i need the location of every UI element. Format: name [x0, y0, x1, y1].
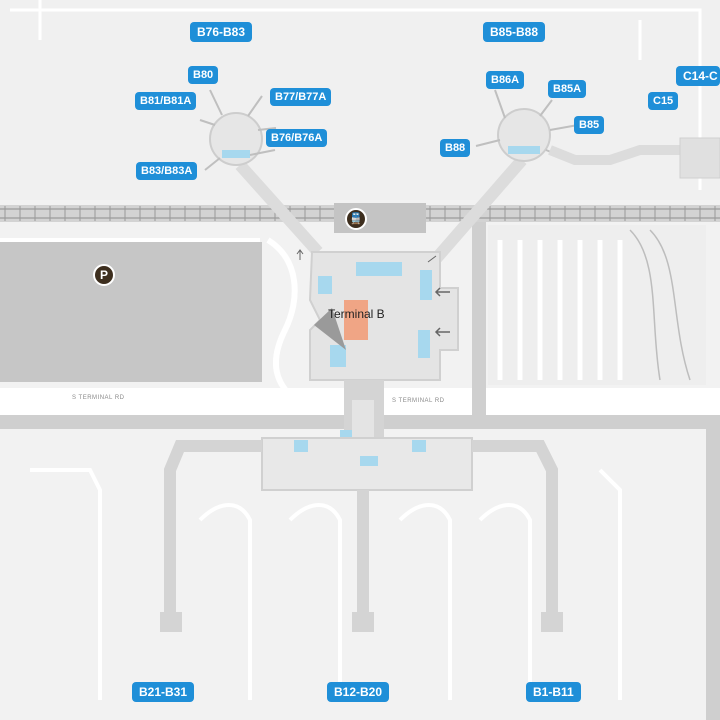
rail-ties [4, 206, 716, 221]
terminal-interior-4 [418, 330, 430, 358]
concourse-hub-blue-1 [294, 440, 308, 452]
gate-b85[interactable]: B85 [574, 116, 605, 134]
east-satellite-jetways [475, 89, 579, 161]
concourse-west-end [160, 612, 182, 632]
gate-group-c14[interactable]: C14-C [676, 66, 720, 86]
gate-group-b85-b88[interactable]: B85-B88 [483, 22, 546, 42]
concourse-center-end [352, 612, 374, 632]
concourse-east-end [541, 612, 563, 632]
road-east-vertical [472, 222, 486, 422]
upper-apron [0, 0, 720, 200]
east-ramps [629, 229, 691, 381]
terminal-interior-5 [330, 345, 346, 367]
gate-b80[interactable]: B80 [188, 66, 219, 84]
arrow-road-1 [296, 249, 304, 260]
road-west-loop [266, 237, 298, 398]
parking-icon[interactable]: P [93, 264, 115, 286]
east-satellite-connector [423, 156, 527, 272]
road-label-east: S TERMINAL RD [392, 398, 445, 404]
concourse-east [472, 440, 558, 620]
gate-b77[interactable]: B77/B77A [270, 88, 332, 106]
arrow-east-2 [434, 327, 450, 337]
terminal-interior-1 [356, 262, 402, 276]
gate-b76[interactable]: B76/B76A [266, 129, 328, 147]
stem-interior [352, 400, 374, 448]
gate-c15[interactable]: C15 [648, 92, 679, 110]
terminal-interior-3 [420, 270, 432, 300]
gate-b86a[interactable]: B86A [486, 71, 525, 89]
upper-apron-road [38, 0, 642, 60]
road-far-east-vertical [706, 422, 720, 720]
c-concourse-link [548, 145, 700, 165]
concourse-hub-blue-2 [412, 440, 426, 452]
west-satellite-interior [222, 150, 250, 158]
terminal-west-wedge [314, 308, 346, 350]
gate-group-b12-b20[interactable]: B12-B20 [327, 682, 390, 702]
gate-b88[interactable]: B88 [440, 139, 471, 157]
upper-apron-edge [10, 8, 702, 190]
concourse-hub-blue-3 [360, 456, 378, 466]
road-label-west: S TERMINAL RD [72, 395, 125, 401]
gate-group-b76-b83[interactable]: B76-B83 [190, 22, 253, 42]
gate-b85a[interactable]: B85A [548, 80, 587, 98]
east-parking-lanes [497, 240, 623, 380]
arrow-east-1 [434, 287, 450, 297]
concourse-west [164, 440, 262, 620]
gate-b83[interactable]: B83/B83A [136, 162, 198, 180]
parking-lot [0, 242, 262, 382]
terminal-label: Terminal B [328, 307, 385, 321]
terminal-highlight [344, 300, 368, 340]
gate-group-b21-b31[interactable]: B21-B31 [132, 682, 195, 702]
taxiway-curves [30, 468, 622, 700]
terminal-interior-2 [318, 276, 332, 294]
east-satellite-interior [508, 146, 540, 154]
gate-b81[interactable]: B81/B81A [135, 92, 197, 110]
west-satellite-connector [235, 160, 323, 257]
arrow-road-2 [427, 255, 437, 263]
c-concourse-building [679, 137, 720, 179]
train-station-icon[interactable]: 🚆 [345, 208, 367, 230]
gate-group-b1-b11[interactable]: B1-B11 [526, 682, 581, 702]
east-parking [488, 225, 706, 385]
